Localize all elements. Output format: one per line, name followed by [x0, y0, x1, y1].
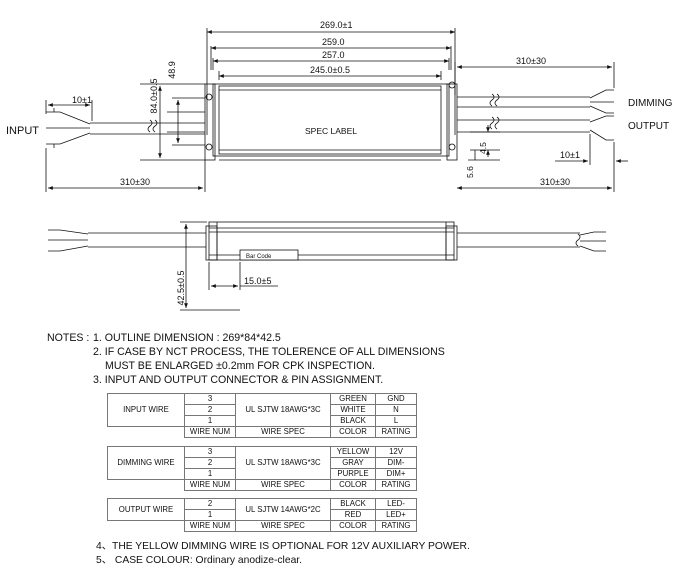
table-header-rating: RATING	[375, 426, 417, 438]
dim-5-6: 5.6	[465, 166, 475, 178]
table-cell-color: PURPLE	[330, 468, 376, 480]
dim-input-strip: 10±1	[72, 95, 92, 105]
table-header-rating: RATING	[375, 520, 417, 532]
note-4: 4、THE YELLOW DIMMING WIRE IS OPTIONAL FO…	[96, 541, 470, 552]
note-2-cont: MUST BE ENLARGED ±0.2mm FOR CPK INSPECTI…	[105, 360, 375, 372]
table-header-color: COLOR	[330, 520, 376, 532]
table-cell-rating: LED+	[375, 509, 417, 521]
mechanical-drawing: 269.0±1 259.0 257.0 245.0±0.5 SPEC LABEL…	[6, 20, 673, 311]
table-header-num: WIRE NUM	[184, 426, 236, 438]
table-cell-num: 1	[184, 415, 236, 427]
dimming-label: DIMMING	[628, 98, 673, 109]
table-cell-num: 2	[184, 404, 236, 416]
table-cell-spec: UL SJTW 14AWG*2C	[235, 498, 331, 521]
top-view	[45, 28, 628, 192]
dimming-wire-table: DIMMING WIRE 3 UL SJTW 18AWG*3C YELLOW 1…	[107, 446, 417, 491]
note-2: 2. IF CASE BY NCT PROCESS, THE TOLERENCE…	[93, 346, 445, 358]
table-header-num: WIRE NUM	[184, 479, 236, 491]
barcode-box	[239, 249, 299, 261]
table-header-spec: WIRE SPEC	[235, 479, 331, 491]
table-cell-spec: UL SJTW 18AWG*3C	[235, 393, 331, 427]
input-wire-table: INPUT WIRE 3 UL SJTW 18AWG*3C GREEN GND …	[107, 393, 417, 438]
table-cell-num: 3	[184, 393, 236, 405]
table-cell-color: GRAY	[330, 457, 376, 469]
table-cell-num: 2	[184, 457, 236, 469]
table-cell-color: YELLOW	[330, 446, 376, 458]
table-header-num: WIRE NUM	[184, 520, 236, 532]
table-cell-color: WHITE	[330, 404, 376, 416]
output-wire-table: OUTPUT WIRE 2 UL SJTW 14AWG*2C BLACK LED…	[107, 498, 417, 532]
table-cell-num: 2	[184, 498, 236, 510]
table-header-color: COLOR	[330, 479, 376, 491]
dim-input-cable: 310±30	[120, 177, 150, 187]
table-cell-rating: 12V	[375, 446, 417, 458]
dim-height: 42.5±0.5	[176, 271, 186, 306]
dim-width: 84.0±0.5	[149, 79, 159, 114]
mounting-tab-right	[446, 83, 458, 161]
dim-barcode-offset: 15.0±5	[244, 276, 271, 286]
table-cell-name: INPUT WIRE	[107, 393, 185, 427]
table-cell-name: OUTPUT WIRE	[107, 498, 185, 521]
output-label: OUTPUT	[628, 121, 669, 132]
table-cell-rating: N	[375, 404, 417, 416]
case-body-top	[212, 83, 450, 157]
table-header-color: COLOR	[330, 426, 376, 438]
dim-overall: 269.0±1	[320, 20, 352, 30]
dim-259: 259.0	[322, 37, 345, 47]
mounting-tab-left	[204, 83, 216, 161]
table-cell-num: 1	[184, 468, 236, 480]
table-cell-rating: DIM-	[375, 457, 417, 469]
note-5: 5、 CASE COLOUR: Ordinary anodize-clear.	[96, 555, 303, 566]
dim-output-cable-top: 310±30	[516, 56, 546, 66]
table-header-rating: RATING	[375, 479, 417, 491]
table-cell-rating: DIM+	[375, 468, 417, 480]
table-cell-num: 3	[184, 446, 236, 458]
table-cell-color: GREEN	[330, 393, 376, 405]
dim-output-cable-bottom: 310±30	[540, 177, 570, 187]
table-cell-spec: UL SJTW 18AWG*3C	[235, 446, 331, 480]
note-1: 1. OUTLINE DIMENSION : 269*84*42.5	[93, 332, 281, 344]
dim-output-strip: 10±1	[560, 150, 580, 160]
table-cell-color: RED	[330, 509, 376, 521]
table-cell-num: 1	[184, 509, 236, 521]
dim-inner-width: 48.9	[167, 61, 177, 79]
table-cell-rating: LED-	[375, 498, 417, 510]
note-3: 3. INPUT AND OUTPUT CONNECTOR & PIN ASSI…	[93, 374, 384, 386]
input-label: INPUT	[6, 125, 39, 137]
barcode-label: Bar Code	[246, 254, 272, 260]
table-cell-rating: L	[375, 415, 417, 427]
table-cell-color: BLACK	[330, 498, 376, 510]
table-cell-name: DIMMING WIRE	[107, 446, 185, 480]
dim-245: 245.0±0.5	[310, 65, 350, 75]
dim-4-5: 4.5	[478, 142, 488, 154]
side-view	[48, 221, 606, 311]
table-cell-rating: GND	[375, 393, 417, 405]
table-header-spec: WIRE SPEC	[235, 426, 331, 438]
spec-label: SPEC LABEL	[305, 126, 357, 136]
table-cell-color: BLACK	[330, 415, 376, 427]
notes-heading: NOTES :	[47, 332, 90, 344]
dim-257: 257.0	[322, 50, 345, 60]
table-header-spec: WIRE SPEC	[235, 520, 331, 532]
